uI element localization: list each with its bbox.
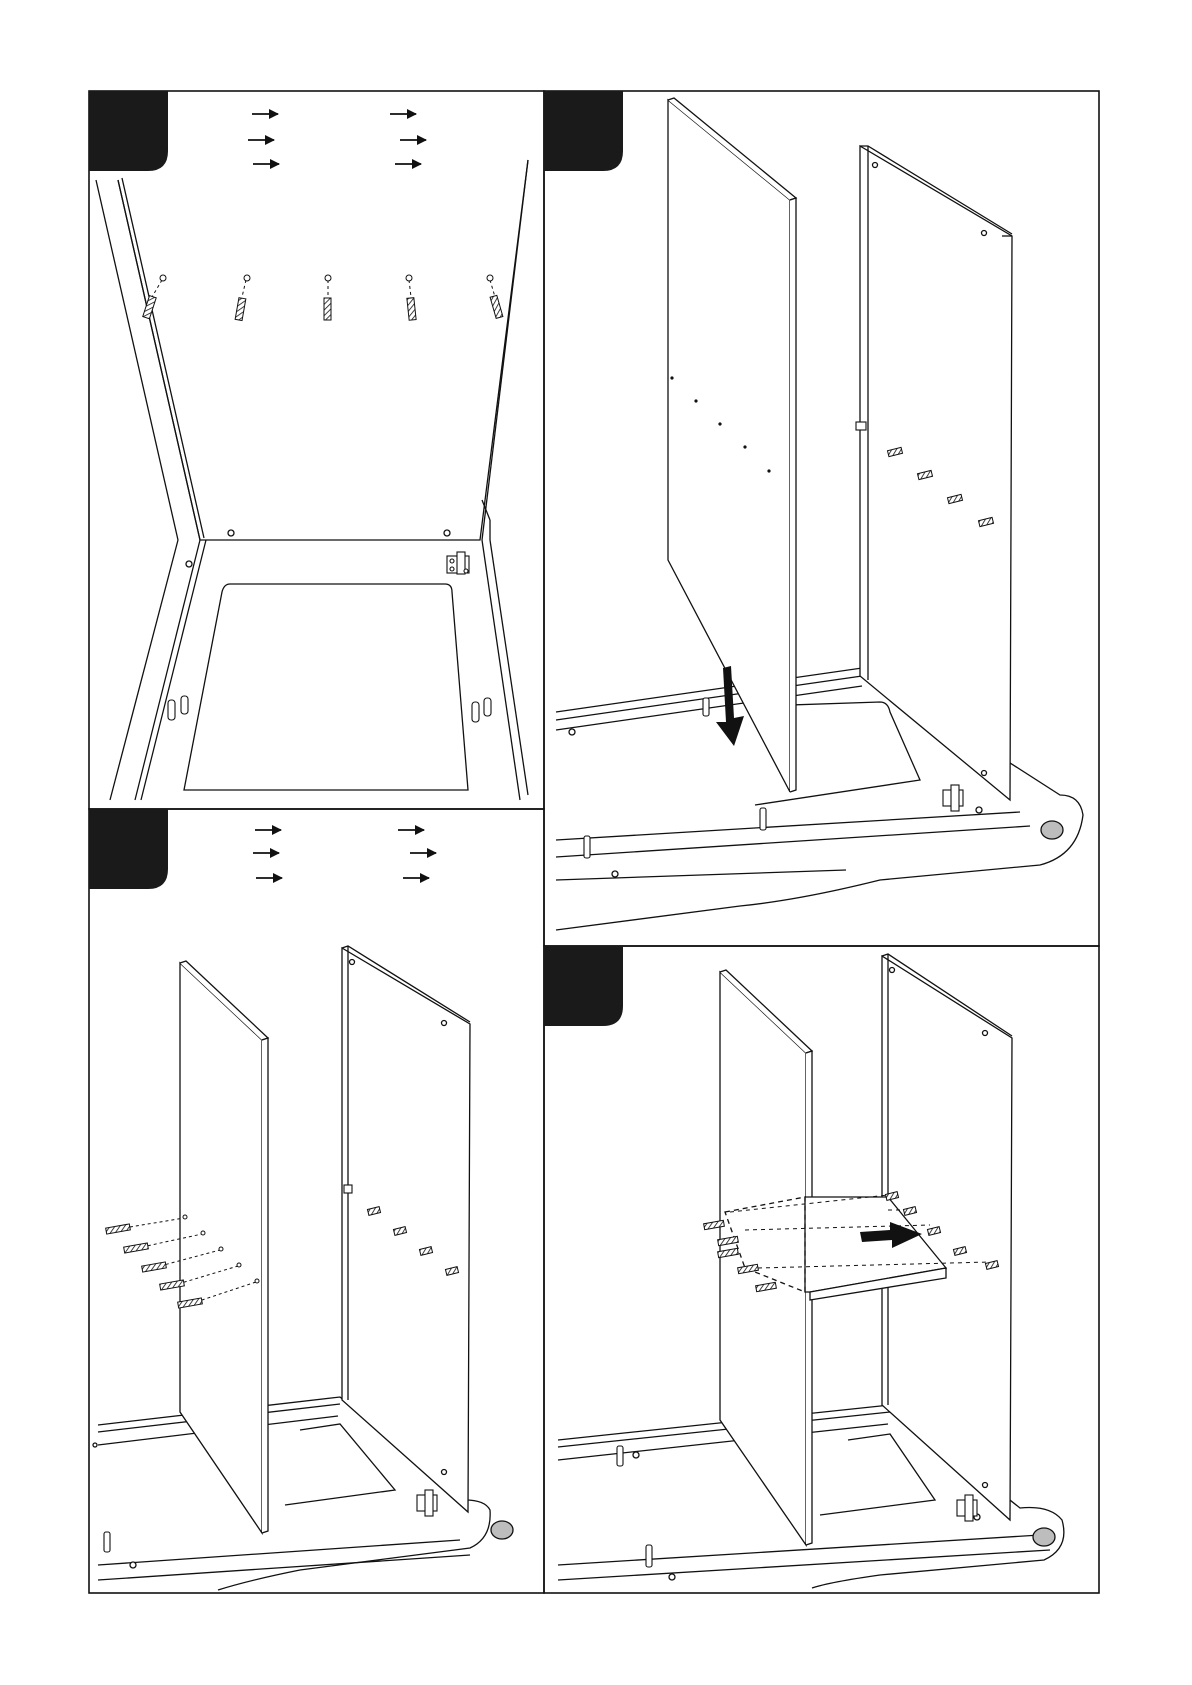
step-3-part-arrows <box>253 830 436 878</box>
step-badge-4 <box>544 946 623 1026</box>
wooden-dowel-icon <box>324 275 331 320</box>
wooden-dowel-icon <box>487 275 503 318</box>
step-1-dowels <box>143 275 503 321</box>
wooden-dowel-icon <box>106 1224 131 1234</box>
step-2-cabinet <box>556 98 1083 930</box>
step-badge-1 <box>89 91 168 171</box>
wooden-dowel-icon <box>124 1243 149 1253</box>
step-1-cabinet-interior <box>96 160 528 800</box>
step-badge-3 <box>89 809 168 889</box>
wooden-dowel-icon <box>235 275 250 321</box>
hinge-plate-icon <box>943 785 963 811</box>
step-1-part-arrows <box>248 114 426 164</box>
hinge-plate-icon <box>447 552 469 574</box>
wooden-dowel-icon <box>406 275 416 320</box>
step-badge-2 <box>544 91 623 171</box>
cam-peg-icon <box>168 696 491 722</box>
step-4-cabinet <box>558 954 1064 1588</box>
hinge-plate-icon <box>417 1490 437 1516</box>
wooden-dowel-icon <box>142 1262 167 1272</box>
cam-peg-icon <box>617 1446 652 1567</box>
